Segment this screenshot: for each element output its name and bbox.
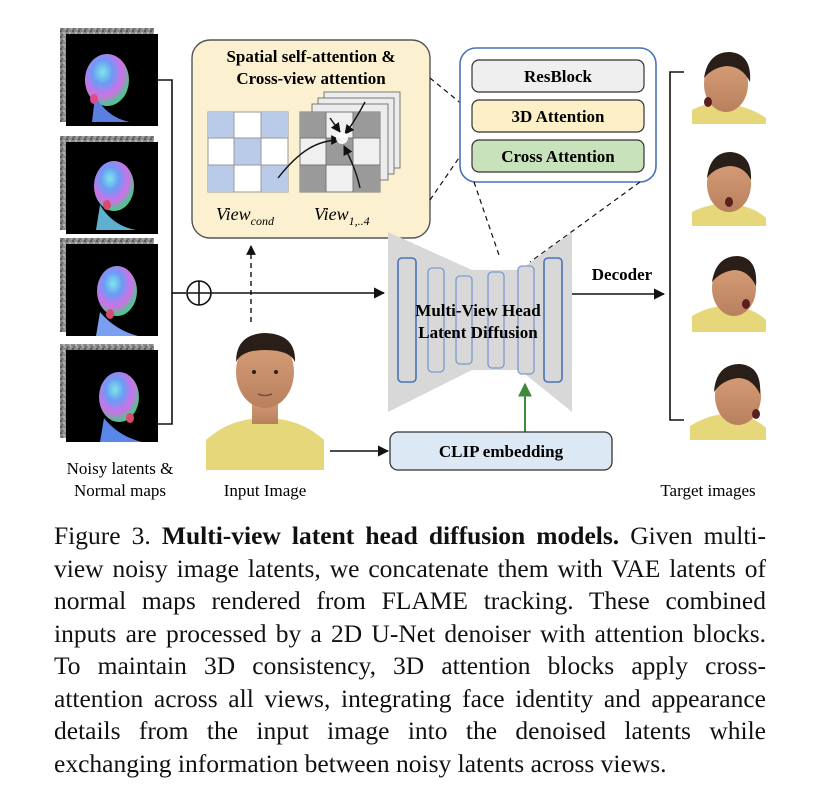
normal-map-head-icon [97,266,137,316]
unet-label-line1: Multi-View Head [415,301,541,320]
input-image-label: Input Image [224,481,307,500]
target-image-3 [692,256,766,332]
input-latents-label-line1: Noisy latents & [67,459,174,478]
input-latents-label-line2: Normal maps [74,481,166,500]
target-image-2 [692,152,766,226]
caption-label: Figure 3. [54,521,162,550]
clip-embedding-label: CLIP embedding [439,442,564,461]
view-multi-label: View1,..4 [314,204,370,228]
target-bracket [669,71,684,421]
view-multi-grids [277,91,401,193]
noisy-latent-stack-2 [60,136,158,234]
attention-title-line2: Cross-view attention [236,69,386,88]
cross-attention-box [471,139,645,173]
decoder-label: Decoder [592,265,653,284]
normal-map-head-icon [99,372,139,422]
noisy-latent-stack-1 [60,28,158,126]
view-cond-label: Viewcond [216,204,275,228]
view-cond-grid [207,111,289,193]
normal-map-head-icon [85,54,129,106]
target-image-4 [690,364,766,440]
caption-title: Multi-view latent head diffusion models. [161,521,620,550]
concat-symbol [186,280,212,306]
attention-3d-label: 3D Attention [511,107,605,126]
unet-shape [388,232,572,412]
attention-title-line1: Spatial self-attention & [226,47,395,66]
figure-caption: Figure 3. Multi-view latent head diffusi… [54,520,766,780]
caption-body: Given multi-view noisy image latents, we… [54,521,767,778]
clip-embedding-box [389,431,613,471]
input-image [206,330,324,470]
noisy-latent-stack-4 [60,344,158,442]
method-figure: Noisy latents & Normal maps Spatial self… [60,28,766,500]
target-images-label: Target images [660,481,755,500]
block-stack: ResBlock 3D Attention Cross Attention [459,47,657,183]
noisy-latent-stack-3 [60,238,158,336]
unet-label-line2: Latent Diffusion [418,323,538,342]
resblock-box [471,59,645,93]
cross-attention-label: Cross Attention [501,147,615,166]
attention-3d-box [471,99,645,133]
resblock-label: ResBlock [524,67,593,86]
normal-map-head-icon [94,161,134,211]
input-bracket [158,79,173,425]
attention-detail-box: Spatial self-attention & Cross-view atte… [191,39,431,239]
target-image-1 [692,52,766,124]
